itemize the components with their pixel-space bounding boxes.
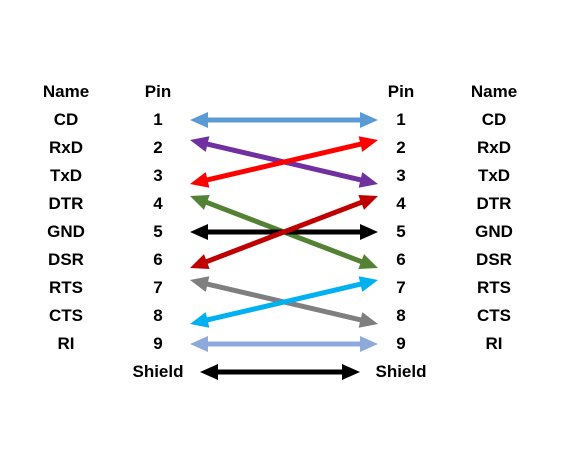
connection-arrow: [190, 136, 378, 188]
arrowhead: [360, 224, 378, 240]
arrowhead: [360, 336, 378, 352]
arrowhead: [190, 336, 208, 352]
left-signal-name: RTS: [49, 278, 83, 297]
left-signal-name: DSR: [48, 250, 84, 269]
arrowhead: [190, 254, 210, 270]
left-name-header: Name: [42, 82, 90, 101]
left-shield-label: Shield: [132, 362, 184, 381]
right-signal-name: RxD: [476, 138, 511, 157]
arrowhead: [358, 276, 378, 292]
right-signal-name: DTR: [476, 194, 512, 213]
connection-arrow: [200, 364, 360, 380]
right-signal-name: RTS: [477, 278, 511, 297]
left-pin-number: 8: [153, 306, 163, 325]
arrowhead: [190, 276, 210, 292]
right-signal-name: CD: [481, 110, 507, 129]
connection-arrow: [190, 336, 378, 352]
right-pin-number: 1: [396, 110, 406, 129]
right-pin-number: 6: [396, 250, 406, 269]
arrowhead: [190, 194, 210, 210]
right-pin-number: 8: [396, 306, 406, 325]
connection-arrow: [190, 112, 378, 128]
connection-arrow: [190, 276, 378, 328]
arrowhead: [358, 172, 378, 188]
arrowhead: [342, 364, 360, 380]
left-signal-name: DTR: [48, 194, 84, 213]
left-pin-number: 1: [153, 110, 163, 129]
left-pin-number: 5: [153, 222, 163, 241]
arrowhead: [358, 312, 378, 328]
left-pin-number: 9: [153, 334, 163, 353]
left-pin-number: 2: [153, 138, 163, 157]
right-pin-number: 9: [396, 334, 406, 353]
left-pin-header: Pin: [144, 82, 172, 101]
arrowhead: [190, 136, 210, 152]
left-signal-name: TxD: [49, 166, 83, 185]
arrowhead: [200, 364, 218, 380]
right-pin-number: 4: [396, 194, 406, 213]
left-signal-name: CTS: [49, 306, 83, 325]
arrow-shaft: [205, 281, 363, 323]
left-signal-name: RxD: [48, 138, 83, 157]
arrowhead: [190, 312, 210, 328]
left-pin-number: 7: [153, 278, 163, 297]
arrowhead: [358, 136, 378, 152]
right-signal-name: RI: [485, 334, 503, 353]
right-pin-number: 7: [396, 278, 406, 297]
arrowhead: [190, 112, 208, 128]
right-pin-number: 2: [396, 138, 406, 157]
arrow-shaft: [204, 199, 364, 265]
right-pin-number: 5: [396, 222, 406, 241]
right-pin-number: 3: [396, 166, 406, 185]
left-pin-number: 6: [153, 250, 163, 269]
right-signal-name: DSR: [476, 250, 512, 269]
left-pin-number: 3: [153, 166, 163, 185]
arrow-shaft: [205, 141, 363, 183]
right-shield-label: Shield: [375, 362, 427, 381]
connection-arrow: [190, 194, 378, 270]
arrowhead: [358, 254, 378, 270]
arrowhead: [190, 172, 210, 188]
right-pin-header: Pin: [387, 82, 415, 101]
right-name-header: Name: [470, 82, 518, 101]
left-pin-number: 4: [153, 194, 163, 213]
left-signal-name: RI: [57, 334, 75, 353]
right-signal-name: CTS: [477, 306, 511, 325]
left-signal-name: GND: [47, 222, 85, 241]
arrowhead: [190, 224, 208, 240]
right-signal-name: GND: [475, 222, 513, 241]
right-signal-name: TxD: [477, 166, 511, 185]
arrowhead: [358, 194, 378, 210]
arrowhead: [360, 112, 378, 128]
left-signal-name: CD: [53, 110, 79, 129]
